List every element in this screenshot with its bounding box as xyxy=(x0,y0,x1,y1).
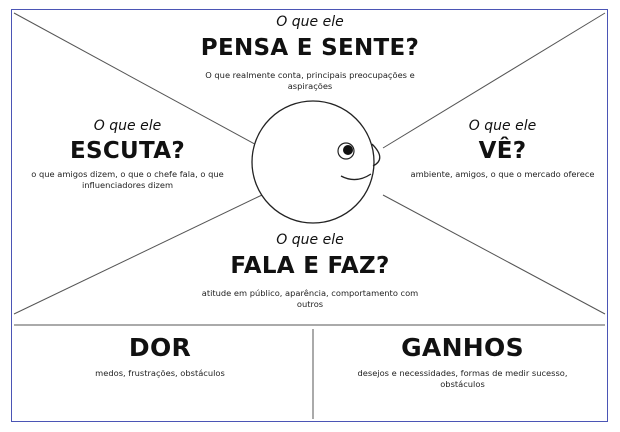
diagonal-bottom-left xyxy=(13,194,263,315)
diagonal-top-right xyxy=(382,12,606,149)
escuta-section: O que ele ESCUTA? o que amigos dizem, o … xyxy=(30,118,225,191)
ganhos-section: GANHOS desejos e necessidades, formas de… xyxy=(345,333,580,390)
pensa-section: O que ele PENSA E SENTE? O que realmente… xyxy=(170,14,450,92)
ve-desc-line-1: ambiente, amigos, o que o mercado oferec… xyxy=(410,169,595,179)
escuta-title: ESCUTA? xyxy=(70,138,185,164)
ve-description: ambiente, amigos, o que o mercado oferec… xyxy=(410,169,595,180)
pensa-title: PENSA E SENTE? xyxy=(200,35,420,61)
fala-section: O que ele FALA E FAZ? atitude em público… xyxy=(190,232,430,310)
escuta-desc-line-2: influenciadores dizem xyxy=(81,180,174,190)
empathy-map-frame xyxy=(11,9,608,422)
ganhos-description: desejos e necessidades, formas de medir … xyxy=(345,368,580,390)
head-icon xyxy=(251,100,381,224)
pensa-description: O que realmente conta, principais preocu… xyxy=(170,70,450,92)
ganhos-title: GANHOS xyxy=(401,333,524,362)
pensa-prefix: O que ele xyxy=(276,14,344,30)
pensa-desc-line-2: aspirações xyxy=(287,81,333,91)
dor-desc-line-1: medos, frustrações, obstáculos xyxy=(95,368,225,378)
escuta-prefix: O que ele xyxy=(93,118,162,134)
escuta-description: o que amigos dizem, o que o chefe fala, … xyxy=(30,169,225,191)
ganhos-desc-line-1: desejos e necessidades, formas de medir … xyxy=(357,368,568,378)
dor-description: medos, frustrações, obstáculos xyxy=(60,368,260,379)
fala-desc-line-1: atitude em público, aparência, comportam… xyxy=(201,288,419,298)
dor-title: DOR xyxy=(128,333,192,362)
pensa-desc-line-1: O que realmente conta, principais preocu… xyxy=(205,70,415,80)
diagonal-bottom-right xyxy=(382,194,606,315)
escuta-desc-line-1: o que amigos dizem, o que o chefe fala, … xyxy=(31,169,224,179)
ganhos-desc-line-2: obstáculos xyxy=(440,379,485,389)
ve-section: O que ele VÊ? ambiente, amigos, o que o … xyxy=(410,118,595,180)
dor-section: DOR medos, frustrações, obstáculos xyxy=(60,333,260,379)
ve-title: VÊ? xyxy=(478,138,527,164)
fala-title: FALA E FAZ? xyxy=(230,253,390,279)
diagonal-top-left xyxy=(13,12,263,149)
fala-desc-line-2: outros xyxy=(296,299,324,309)
fala-prefix: O que ele xyxy=(276,232,344,248)
fala-description: atitude em público, aparência, comportam… xyxy=(190,288,430,310)
ve-prefix: O que ele xyxy=(468,118,537,134)
